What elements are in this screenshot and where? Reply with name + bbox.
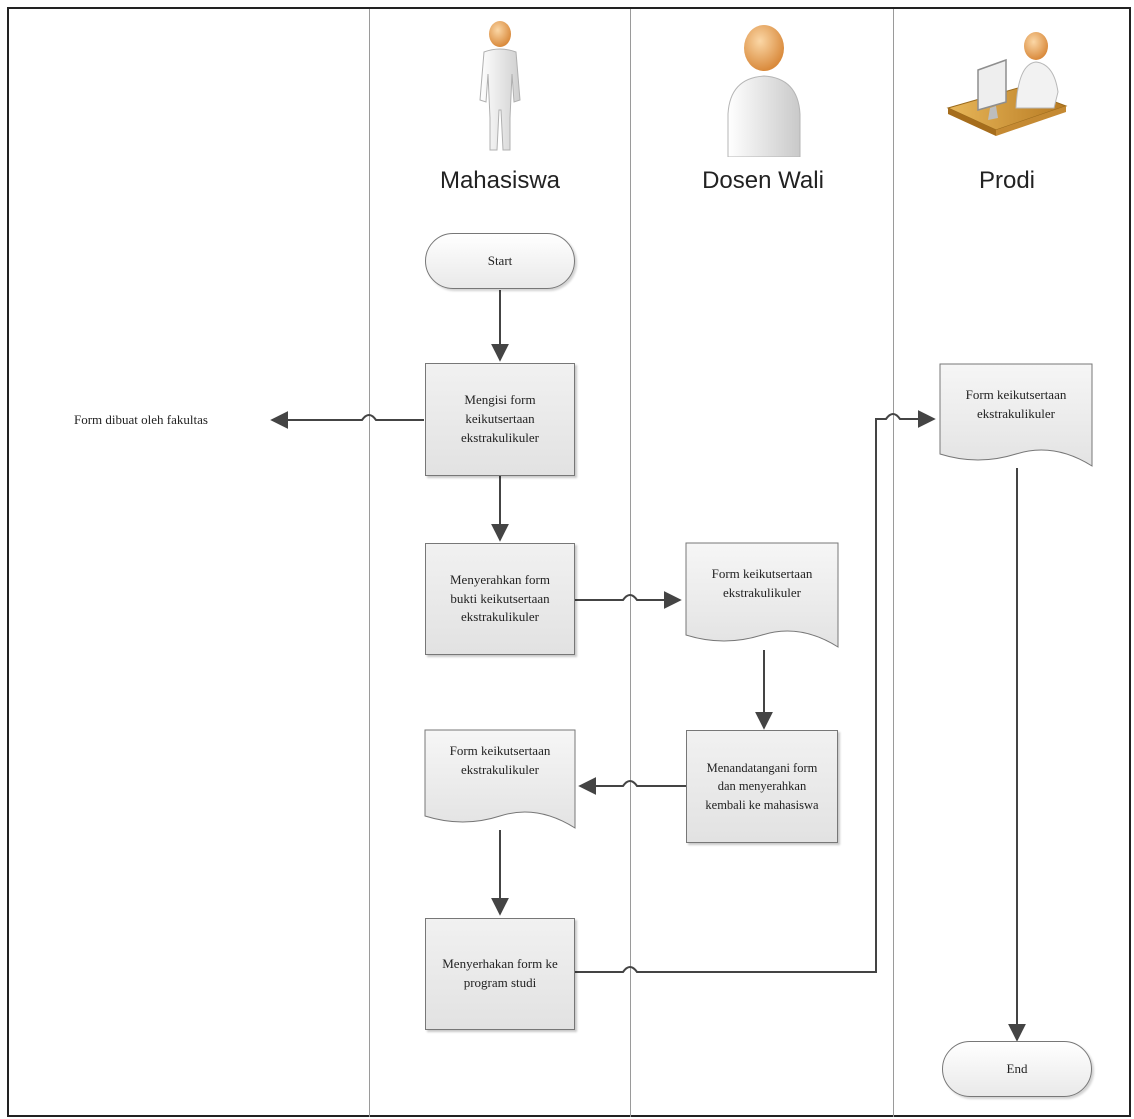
document-label: Form keikutsertaan ekstrakulikuler	[449, 743, 551, 777]
arrow-sign-to-doc	[578, 777, 686, 795]
process-submit-to-prodi: Menyerhakan form ke program studi	[425, 918, 575, 1030]
start-terminal: Start	[425, 233, 575, 289]
process-fill-form: Mengisi form keikutsertaan ekstrakulikul…	[425, 363, 575, 476]
arrow-submit-prodi-to-doc	[575, 410, 936, 973]
arrow-fill-to-note	[270, 411, 424, 429]
lane-title-dosen-wali: Dosen Wali	[702, 167, 824, 194]
external-note: Form dibuat oleh fakultas	[74, 412, 208, 427]
process-submit-form: Menyerahkan form bukti keikutsertaan eks…	[425, 543, 575, 655]
lane-title-mahasiswa: Mahasiswa	[439, 167, 561, 194]
lane-divider-1	[369, 9, 370, 1117]
lane-divider-3	[893, 9, 894, 1117]
document-shape	[424, 729, 576, 829]
document-shape	[685, 542, 839, 648]
document-label: Form keikutsertaan ekstrakulikuler	[965, 387, 1067, 421]
process-sign-form: Menandatangani form dan menyerahkan kemb…	[686, 730, 838, 843]
person-at-desk-icon	[946, 32, 1068, 136]
person-bust-icon	[727, 25, 801, 157]
arrow-submit-to-doc	[575, 591, 682, 609]
lane-divider-2	[630, 9, 631, 1117]
document-label: Form keikutsertaan ekstrakulikuler	[711, 566, 813, 600]
document-form-mahasiswa: Form keikutsertaan ekstrakulikuler	[424, 729, 576, 830]
lane-title-prodi: Prodi	[978, 167, 1036, 194]
standing-person-icon	[479, 21, 521, 151]
document-form-dosen: Form keikutsertaan ekstrakulikuler	[685, 542, 839, 651]
document-form-prodi: Form keikutsertaan ekstrakulikuler	[939, 363, 1093, 470]
end-terminal: End	[942, 1041, 1092, 1097]
document-shape	[939, 363, 1093, 467]
